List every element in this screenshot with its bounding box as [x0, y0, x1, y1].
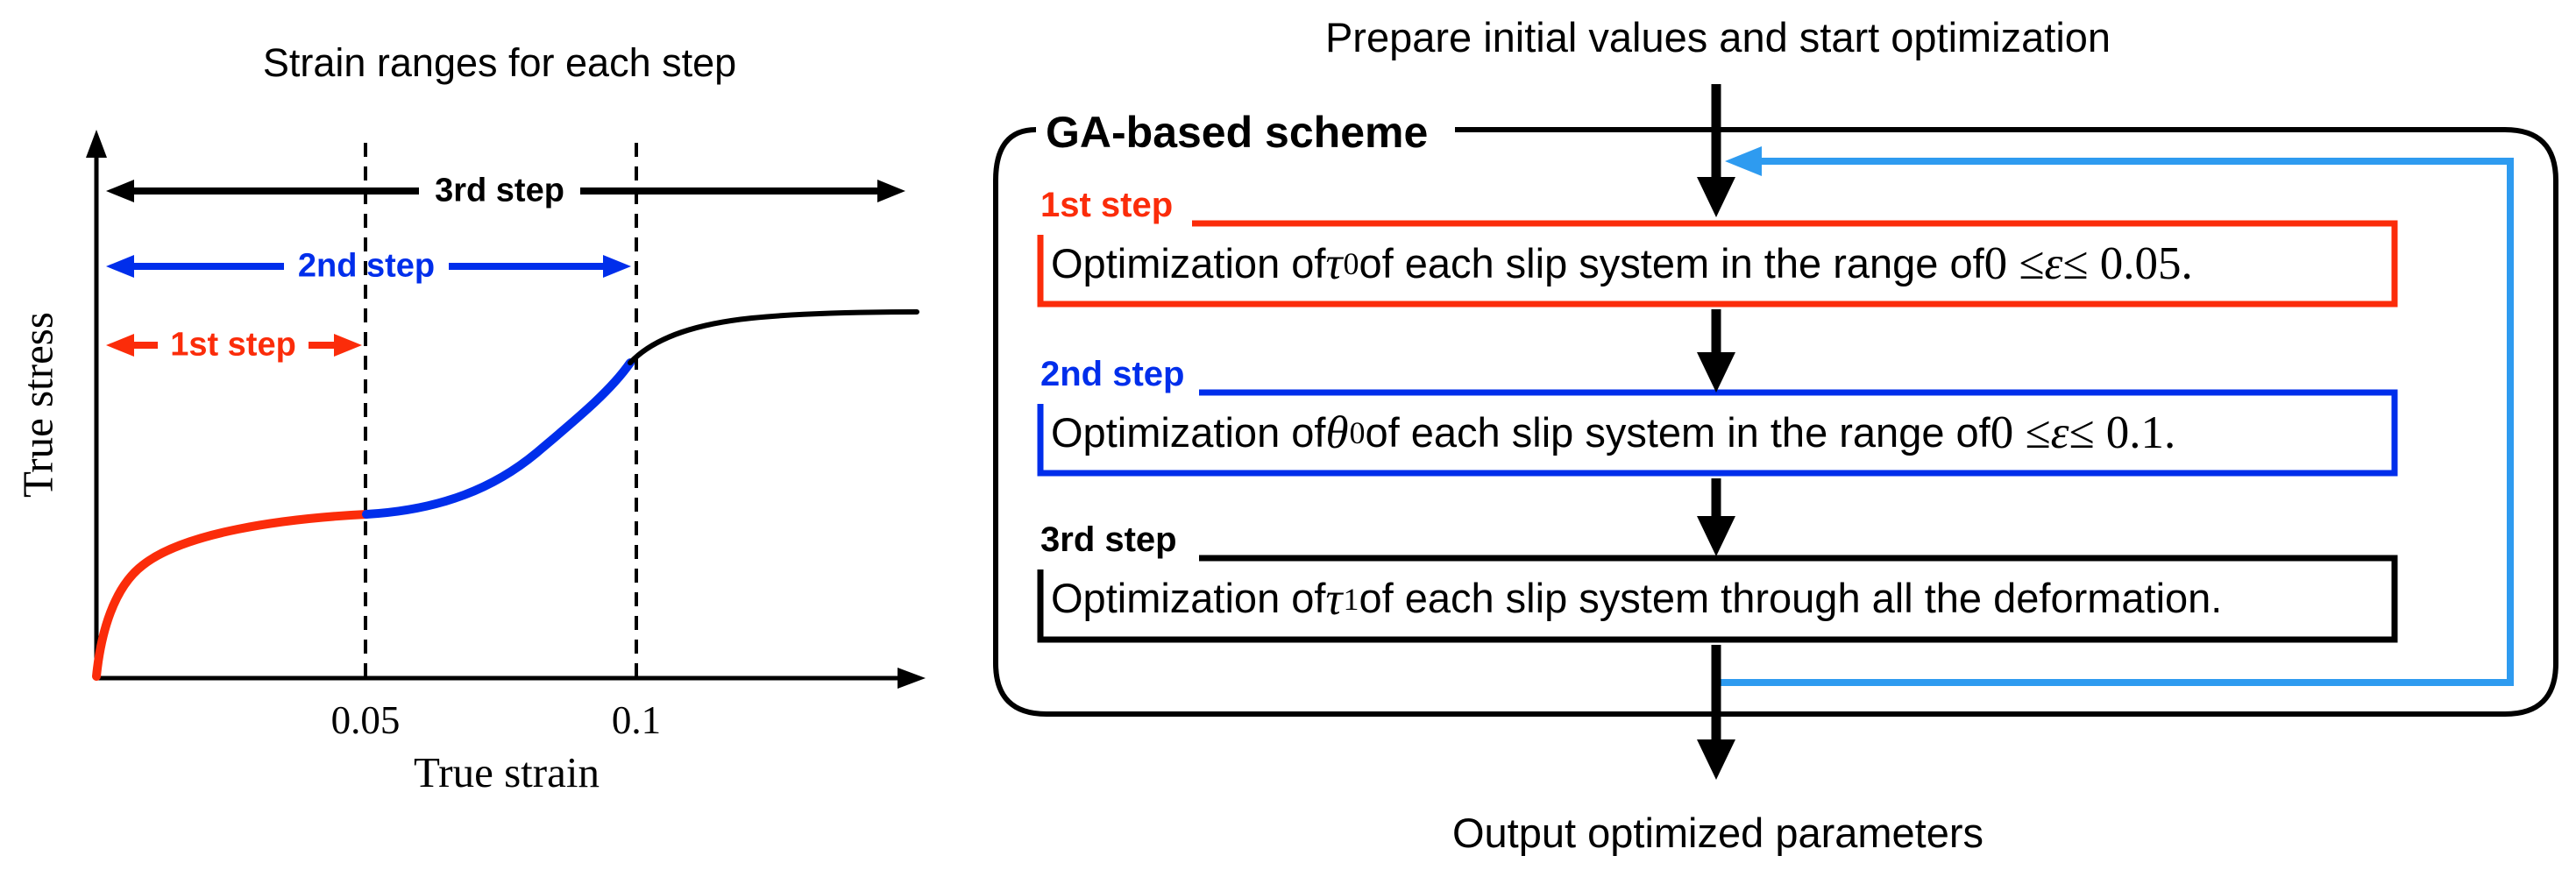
flowchart-graphics — [993, 84, 2558, 780]
flow-arrow-2-head-icon — [1697, 516, 1735, 556]
range-arrow-3rd-left-head-icon — [106, 180, 134, 202]
range-arrow-2nd-left-head-icon — [106, 255, 134, 278]
flowchart-output-label: Output optimized parameters — [1451, 810, 1984, 856]
step2-box — [1037, 389, 2398, 477]
ga-scheme-label: GA-based scheme — [1046, 108, 1429, 157]
y-axis-arrowhead-icon — [86, 130, 107, 158]
step1-text-prefix: Optimization of — [1051, 239, 1326, 286]
step3-box — [1037, 555, 2398, 643]
chart-annotation-3rd-step: 3rd step — [435, 172, 564, 209]
step3-text-middle: of each slip system through all the defo… — [1359, 575, 2223, 622]
range-arrow-1st-right-head-icon — [334, 334, 362, 357]
step2-text-prefix: Optimization of — [1051, 408, 1326, 456]
flow-arrow-1-head-icon — [1697, 352, 1735, 393]
flow-arrow-3-head-icon — [1697, 739, 1735, 780]
range-arrow-2nd-right-head-icon — [603, 255, 631, 278]
left-chart-graphics — [86, 130, 926, 689]
step2-text-middle: of each slip system in the range of — [1365, 408, 1991, 456]
feedback-loop-arrowhead-icon — [1725, 146, 1762, 176]
range-arrow-3rd-right-head-icon — [877, 180, 905, 202]
chart-title: Strain ranges for each step — [262, 40, 737, 85]
x-axis-label: True strain — [414, 748, 600, 796]
flow-step3-label: 3rd step — [1040, 520, 1177, 559]
chart-annotation-1st-step: 1st step — [170, 326, 296, 364]
step3-text-prefix: Optimization of — [1051, 575, 1326, 622]
x-tick-label-005: 0.05 — [330, 698, 401, 742]
flowchart-start-label: Prepare initial values and start optimiz… — [1324, 14, 2111, 60]
curve-segment-1st-step — [92, 510, 371, 681]
range-arrow-1st-left-head-icon — [106, 334, 134, 357]
flow-step1-label: 1st step — [1040, 186, 1174, 224]
flow-step2-label: 2nd step — [1040, 355, 1185, 393]
x-axis-arrowhead-icon — [898, 668, 926, 689]
feedback-loop-line — [1721, 158, 2514, 686]
flow-arrow-0-head-icon — [1697, 177, 1735, 217]
chart-annotation-2nd-step: 2nd step — [297, 247, 436, 285]
step1-box — [1037, 220, 2398, 308]
curve-segment-2nd-step — [362, 358, 635, 519]
curve-segment-3rd-step — [628, 309, 919, 365]
x-tick-label-01: 0.1 — [611, 698, 662, 742]
step1-text-middle: of each slip system in the range of — [1359, 239, 1984, 286]
y-axis-label: True stress — [13, 312, 62, 498]
ga-scheme-border — [993, 127, 2558, 717]
